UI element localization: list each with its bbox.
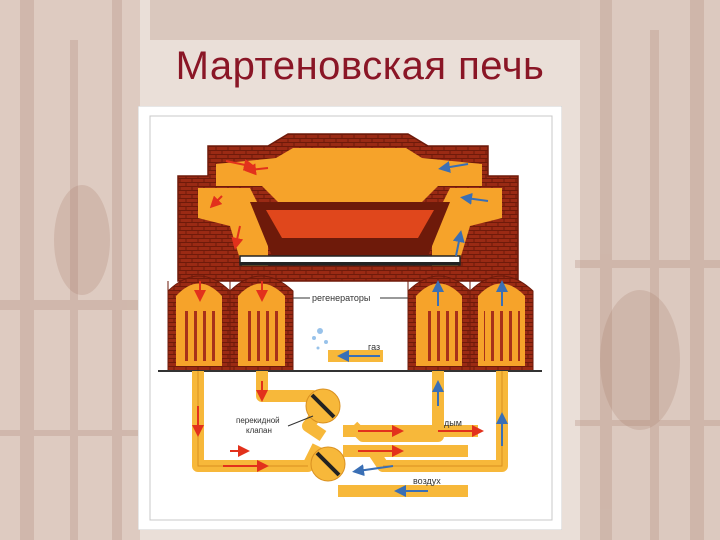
reversing-valve-lower <box>310 446 346 482</box>
label-smoke: дым <box>444 418 462 428</box>
gas-sparkle <box>312 328 328 350</box>
channel-outlines <box>197 371 503 467</box>
leader-lines <box>287 297 408 427</box>
open-hearth-furnace-diagram: регенераторы газ перекидной клапан дым в… <box>138 106 562 530</box>
regenerator-left-outer <box>167 275 231 372</box>
regenerator-right-inner <box>407 275 471 372</box>
slide-title: Мартеновская печь <box>175 44 545 88</box>
diagram-frame <box>149 115 553 521</box>
label-air: воздух <box>413 476 441 486</box>
combustion-chamber <box>216 148 482 202</box>
regenerator-left-inner <box>229 275 294 372</box>
regenerator-right-outer <box>469 275 534 372</box>
label-regenerators: регенераторы <box>312 293 370 303</box>
molten-metal <box>266 210 434 238</box>
label-reversing-valve-line1: перекидной <box>236 416 280 425</box>
label-gas: газ <box>368 342 380 352</box>
right-gas-shaft <box>432 188 502 266</box>
reversing-valve-upper <box>305 388 341 424</box>
label-reversing-valve-line2: клапан <box>246 426 272 435</box>
flow-arrows-blue <box>337 161 508 497</box>
flow-arrows-red <box>192 158 484 472</box>
